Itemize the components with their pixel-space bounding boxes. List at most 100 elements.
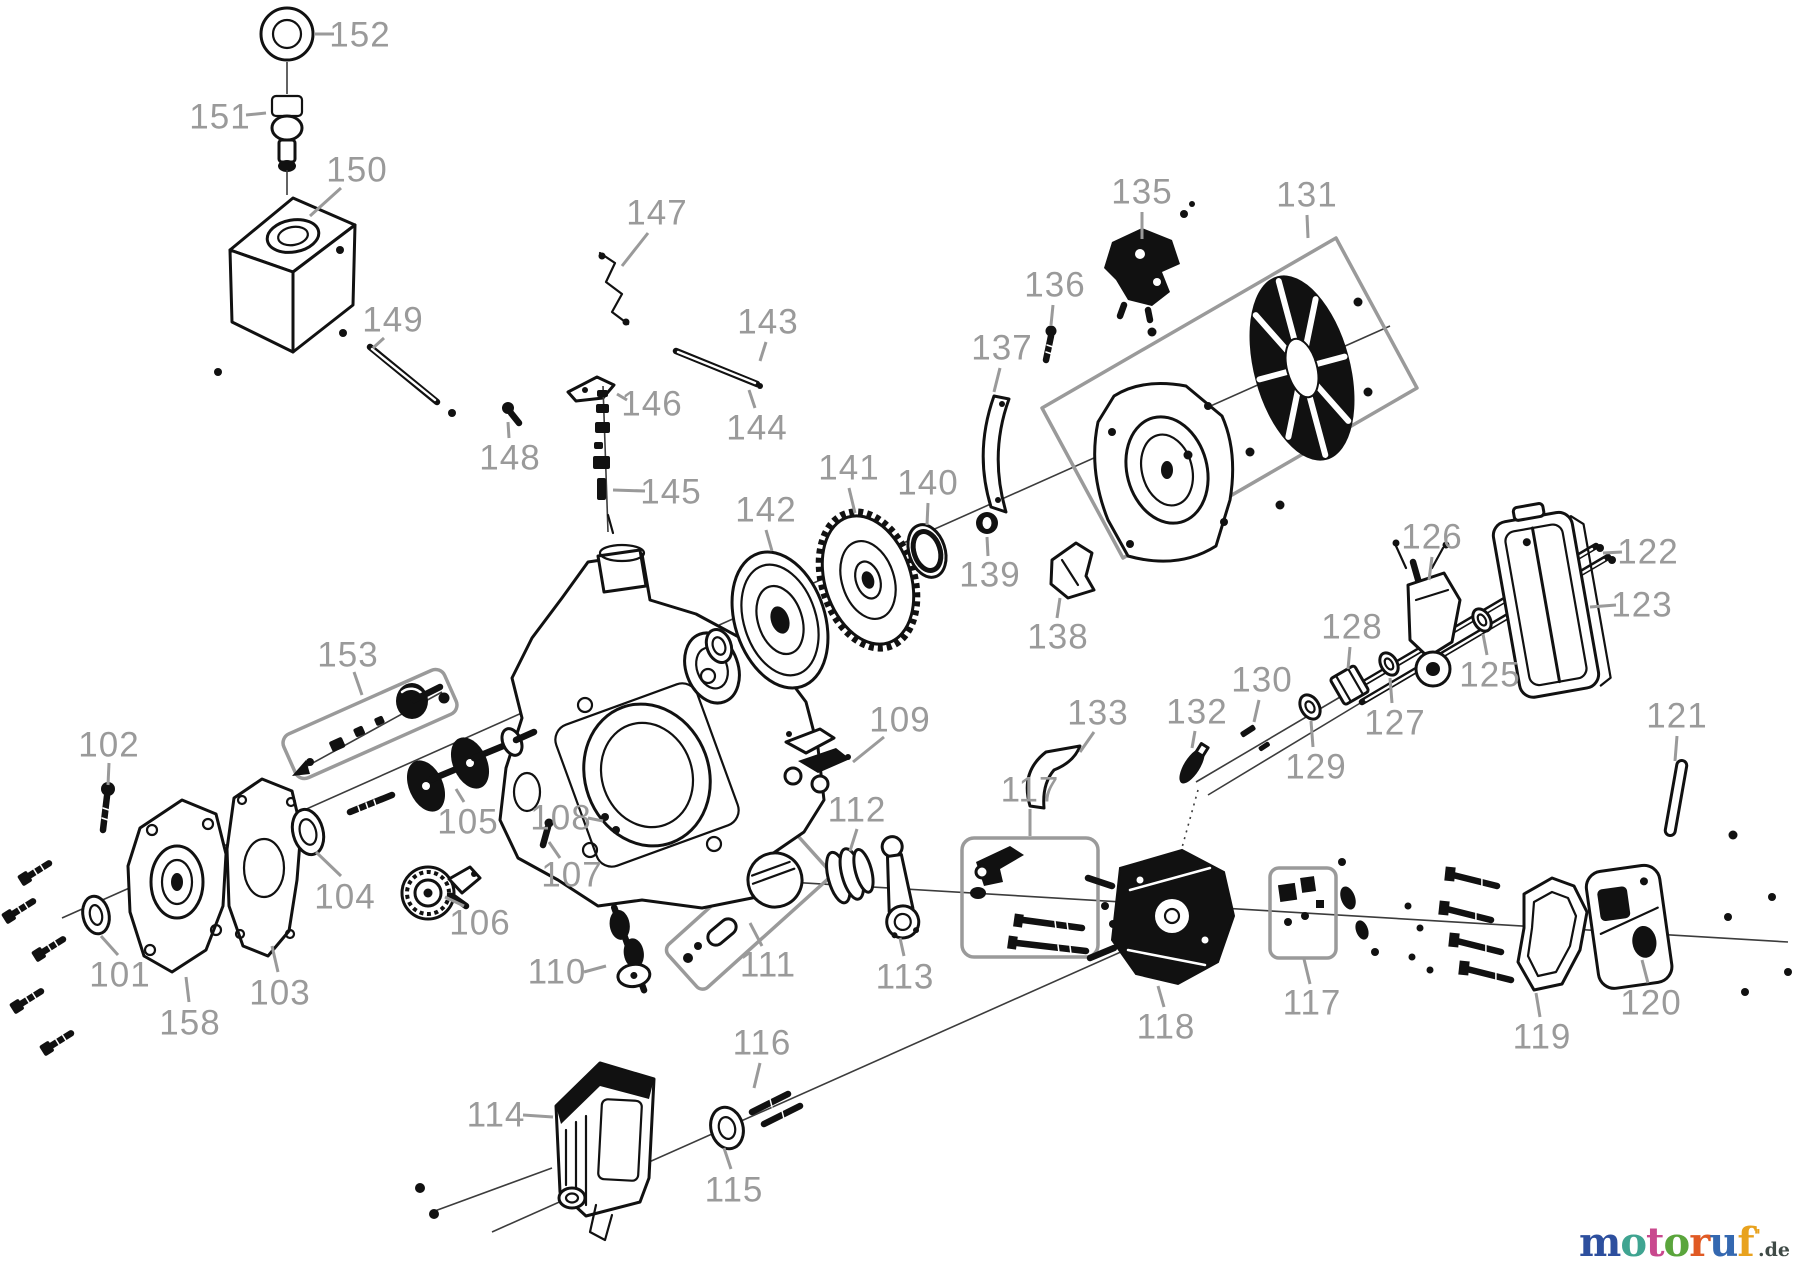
part-label-108: 108 <box>530 798 592 838</box>
bolt-148-part <box>502 402 523 427</box>
part-label-126: 126 <box>1401 517 1463 557</box>
piston-111-part <box>683 851 804 963</box>
stud-nut-122-part <box>1596 544 1604 552</box>
carburetor-126-part <box>1392 539 1462 688</box>
leader-line-149 <box>371 336 386 350</box>
part-label-118: 118 <box>1136 1007 1196 1047</box>
part-label-104: 104 <box>314 877 376 917</box>
head-cover-120-part <box>1584 863 1674 990</box>
leader-line-138 <box>1055 597 1062 619</box>
part-label-144: 144 <box>726 408 788 448</box>
part-label-149: 149 <box>362 300 424 340</box>
box-131 <box>1040 236 1419 560</box>
part-label-112: 112 <box>827 790 887 830</box>
exhaust-gasket-115-part <box>709 1105 745 1151</box>
valve-keepers-parts <box>1338 858 1379 956</box>
part-label-153: 153 <box>317 635 379 675</box>
leader-line-117 <box>1302 958 1312 985</box>
box-117b <box>1268 866 1338 960</box>
part-label-147: 147 <box>626 193 688 233</box>
leader-line-118 <box>1156 985 1166 1008</box>
screw-136-part <box>1042 325 1057 364</box>
part-label-117: 117 <box>1000 770 1060 810</box>
leader-line-104 <box>314 850 343 878</box>
leader-line-107 <box>547 841 562 859</box>
motoruf-logo[interactable]: motoruf''.de <box>1579 1219 1790 1266</box>
part-label-140: 140 <box>897 463 959 503</box>
leader-line-126 <box>1427 556 1434 581</box>
leader-line-136 <box>1049 304 1055 326</box>
part-label-101: 101 <box>89 955 151 995</box>
leader-line-113 <box>898 937 906 957</box>
leader-line-123 <box>1589 603 1617 609</box>
case-bolts-group <box>1 860 75 1056</box>
leader-line-146 <box>616 392 628 402</box>
spring-130-part <box>1240 724 1256 738</box>
oil-seal-104-part <box>290 807 326 857</box>
leader-line-139 <box>985 536 990 557</box>
part-label-115: 115 <box>704 1170 764 1210</box>
part-label-130: 130 <box>1231 660 1293 700</box>
shaft-145-part <box>593 385 615 535</box>
part-label-120: 120 <box>1620 983 1682 1023</box>
leader-line-153 <box>352 671 364 696</box>
camshaft-110-part <box>609 904 652 994</box>
logo-letter: o <box>1663 1219 1691 1266</box>
leader-line-114 <box>522 1113 554 1119</box>
leader-line-158 <box>184 976 191 1003</box>
box-117a <box>960 836 1100 959</box>
leader-line-147 <box>620 232 650 267</box>
part-label-138: 138 <box>1027 617 1089 657</box>
ignition-coil-135-part <box>1104 201 1195 324</box>
leader-lines <box>99 32 1679 1170</box>
part-label-125: 125 <box>1459 655 1521 695</box>
part-label-123: 123 <box>1611 585 1673 625</box>
leader-line-103 <box>270 945 280 973</box>
ring-129-part <box>1298 693 1322 721</box>
part-label-129: 129 <box>1285 747 1347 787</box>
logo-letter: o <box>1620 1219 1647 1266</box>
leader-line-115 <box>722 1147 733 1170</box>
part-label-131: 131 <box>1276 175 1338 215</box>
connecting-rod-113-part <box>880 835 921 940</box>
governor-linkage-group <box>566 251 763 535</box>
logo-letter: t <box>1646 1219 1665 1266</box>
leader-line-128 <box>1346 646 1352 670</box>
part-label-103: 103 <box>249 973 311 1013</box>
part-label-121: 121 <box>1646 696 1708 736</box>
leader-line-143 <box>758 341 768 362</box>
part-label-137: 137 <box>971 328 1033 368</box>
part-label-136: 136 <box>1024 265 1086 305</box>
logo-letter: r <box>1689 1219 1710 1266</box>
air-filter-123-part <box>1491 502 1612 699</box>
oil-seal-part <box>704 628 734 664</box>
nut-139-part <box>976 512 998 534</box>
gear-140-part <box>906 523 948 579</box>
side-cover-158-part <box>126 798 228 974</box>
leader-line-132 <box>1190 730 1197 749</box>
crankshaft-105-part <box>346 727 538 816</box>
gasket-125-part <box>1471 607 1493 633</box>
logo-marks: '' <box>1753 1226 1762 1247</box>
flywheel-142-part <box>730 550 830 690</box>
part-label-139: 139 <box>959 555 1021 595</box>
part-label-128: 128 <box>1321 607 1383 647</box>
valve-set-153-group <box>292 683 450 776</box>
leader-line-142 <box>764 529 774 552</box>
part-label-122: 122 <box>1617 532 1679 572</box>
leader-line-108 <box>587 816 604 823</box>
ring-101-part <box>81 894 111 936</box>
leader-line-151 <box>245 111 267 117</box>
spacer-128-part <box>1329 664 1370 706</box>
logo-word: motoruf <box>1579 1219 1755 1266</box>
part-label-107: 107 <box>541 855 603 895</box>
head-bolts-parts <box>1404 866 1515 984</box>
box-131-screws <box>1147 297 1373 510</box>
part-label-132: 132 <box>1166 692 1228 732</box>
pins-108-part <box>601 813 620 834</box>
leader-line-129 <box>1309 720 1315 748</box>
part-label-114: 114 <box>466 1095 526 1135</box>
